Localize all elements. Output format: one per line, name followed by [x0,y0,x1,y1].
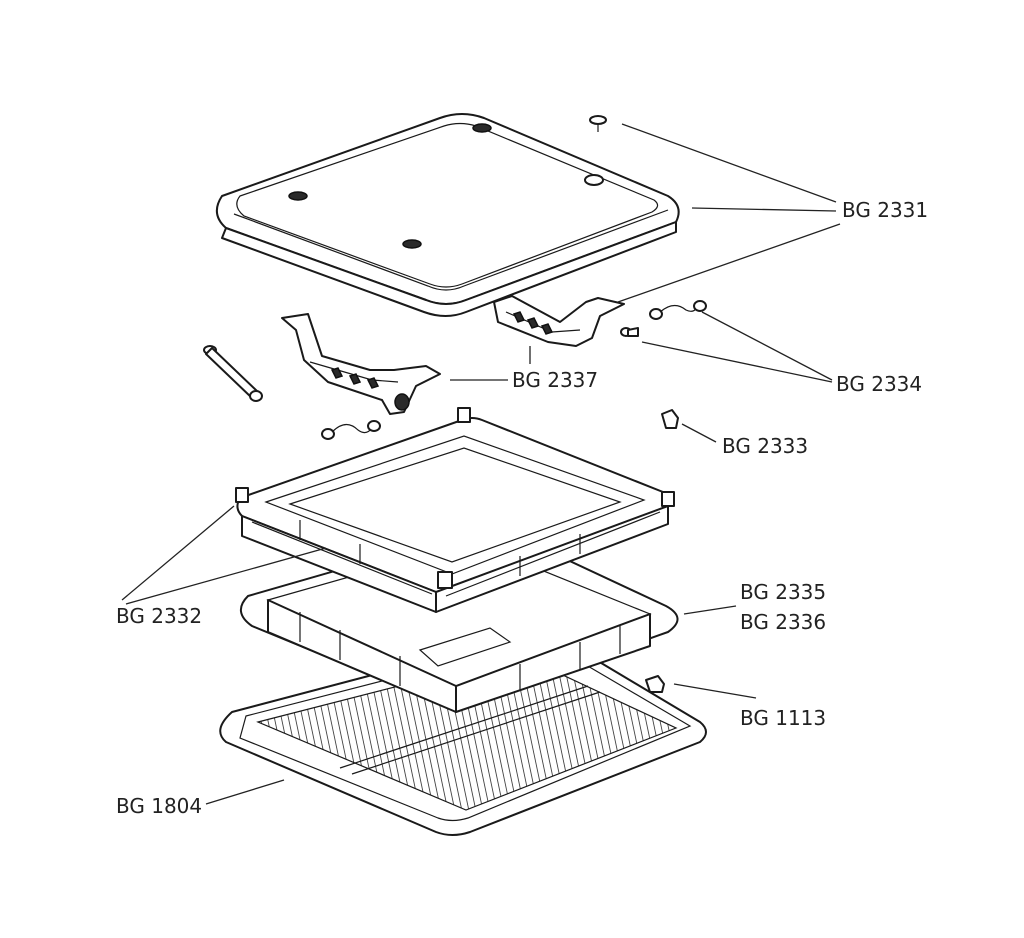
label-bg1113: BG 1113 [740,706,827,730]
lifting-arm-left [281,313,441,415]
mesh-line [713,640,753,830]
label-bg2331: BG 2331 [842,198,929,222]
lifting-arm-right [493,295,625,347]
mesh-line [706,640,746,830]
label-bg2334: BG 2334 [836,372,923,396]
label-bg2333: BG 2333 [722,434,809,458]
label-bg2336: BG 2336 [740,610,827,634]
leader-lines [121,123,841,805]
spring-lower [321,420,381,440]
cover-lid [215,113,680,317]
label-bg1804: BG 1804 [116,794,203,818]
label-bg2332: BG 2332 [116,604,203,628]
latch-part [645,675,665,693]
cover-screw [589,115,607,132]
hinge-frame [235,407,675,613]
label-bg2335: BG 2335 [740,580,827,604]
cover-clip [661,409,679,429]
small-screw-right [620,327,639,337]
hinge-pin-left [203,345,263,402]
spring-right [649,300,707,320]
label-bg2337: BG 2337 [512,368,599,392]
